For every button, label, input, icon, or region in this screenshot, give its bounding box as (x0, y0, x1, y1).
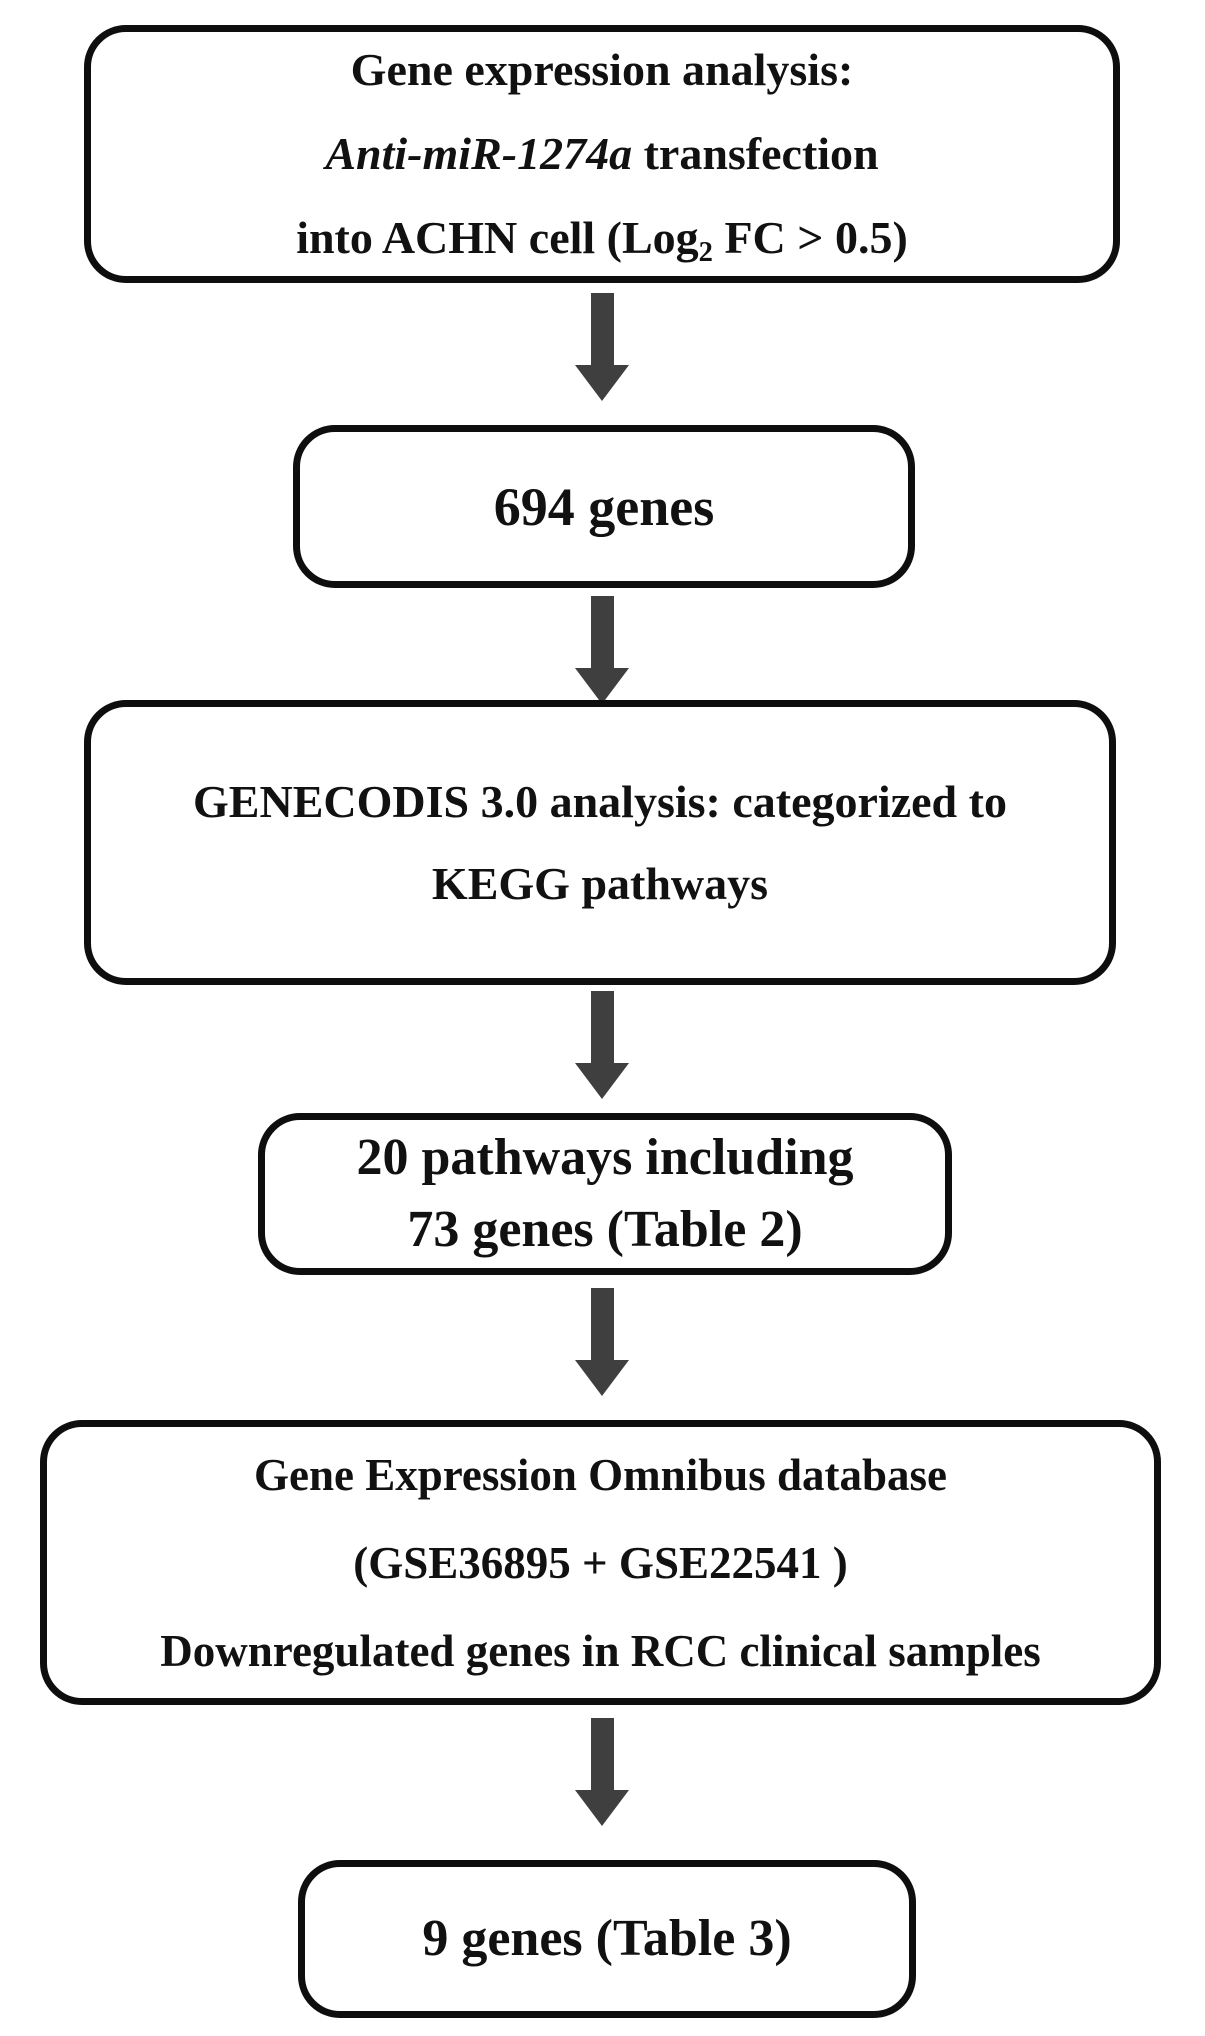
flow-box-text-line: Gene expression analysis: (350, 44, 854, 95)
flow-box-text-line: 20 pathways including (356, 1129, 854, 1186)
flow-box-text-line: 694 genes (493, 476, 715, 537)
arrow-stem (590, 1288, 614, 1360)
flow-box-9-genes: 9 genes (Table 3) (298, 1860, 916, 2018)
flow-box-text-line: 73 genes (Table 2) (407, 1201, 803, 1258)
flow-box-text-line: GENECODIS 3.0 analysis: categorized to (193, 775, 1007, 827)
flow-box-text-line: (GSE36895 + GSE22541 ) (353, 1537, 848, 1588)
arrow-stem (590, 1718, 614, 1790)
flow-box-text-line: into ACHN cell (Log2 FC > 0.5) (296, 212, 908, 268)
down-arrow-icon (575, 596, 629, 704)
flow-box-694-genes: 694 genes (293, 425, 915, 588)
flow-box-text-line: Downregulated genes in RCC clinical samp… (160, 1625, 1041, 1676)
flow-box-20-pathways: 20 pathways including 73 genes (Table 2) (258, 1113, 952, 1275)
down-arrow-icon (575, 1718, 629, 1826)
flow-box-text-line: Gene Expression Omnibus database (253, 1449, 948, 1500)
flow-box-geo-database: Gene Expression Omnibus database (GSE3689… (40, 1420, 1161, 1705)
flow-box-text-line: 9 genes (Table 3) (422, 1910, 792, 1967)
flow-box-genecodis-kegg: GENECODIS 3.0 analysis: categorized to KE… (84, 700, 1116, 985)
arrow-head (575, 668, 629, 704)
arrow-stem (590, 596, 614, 668)
arrow-stem (590, 293, 614, 365)
arrow-head (575, 1360, 629, 1396)
down-arrow-icon (575, 1288, 629, 1396)
flow-box-text-line: Anti-miR-1274a transfection (325, 128, 879, 179)
arrow-head (575, 1063, 629, 1099)
flow-box-text-line: KEGG pathways (431, 857, 769, 909)
arrow-head (575, 1790, 629, 1826)
down-arrow-icon (575, 991, 629, 1099)
down-arrow-icon (575, 293, 629, 401)
flow-box-gene-expression-analysis: Gene expression analysis: Anti-miR-1274a … (84, 25, 1120, 283)
arrow-stem (590, 991, 614, 1063)
arrow-head (575, 365, 629, 401)
